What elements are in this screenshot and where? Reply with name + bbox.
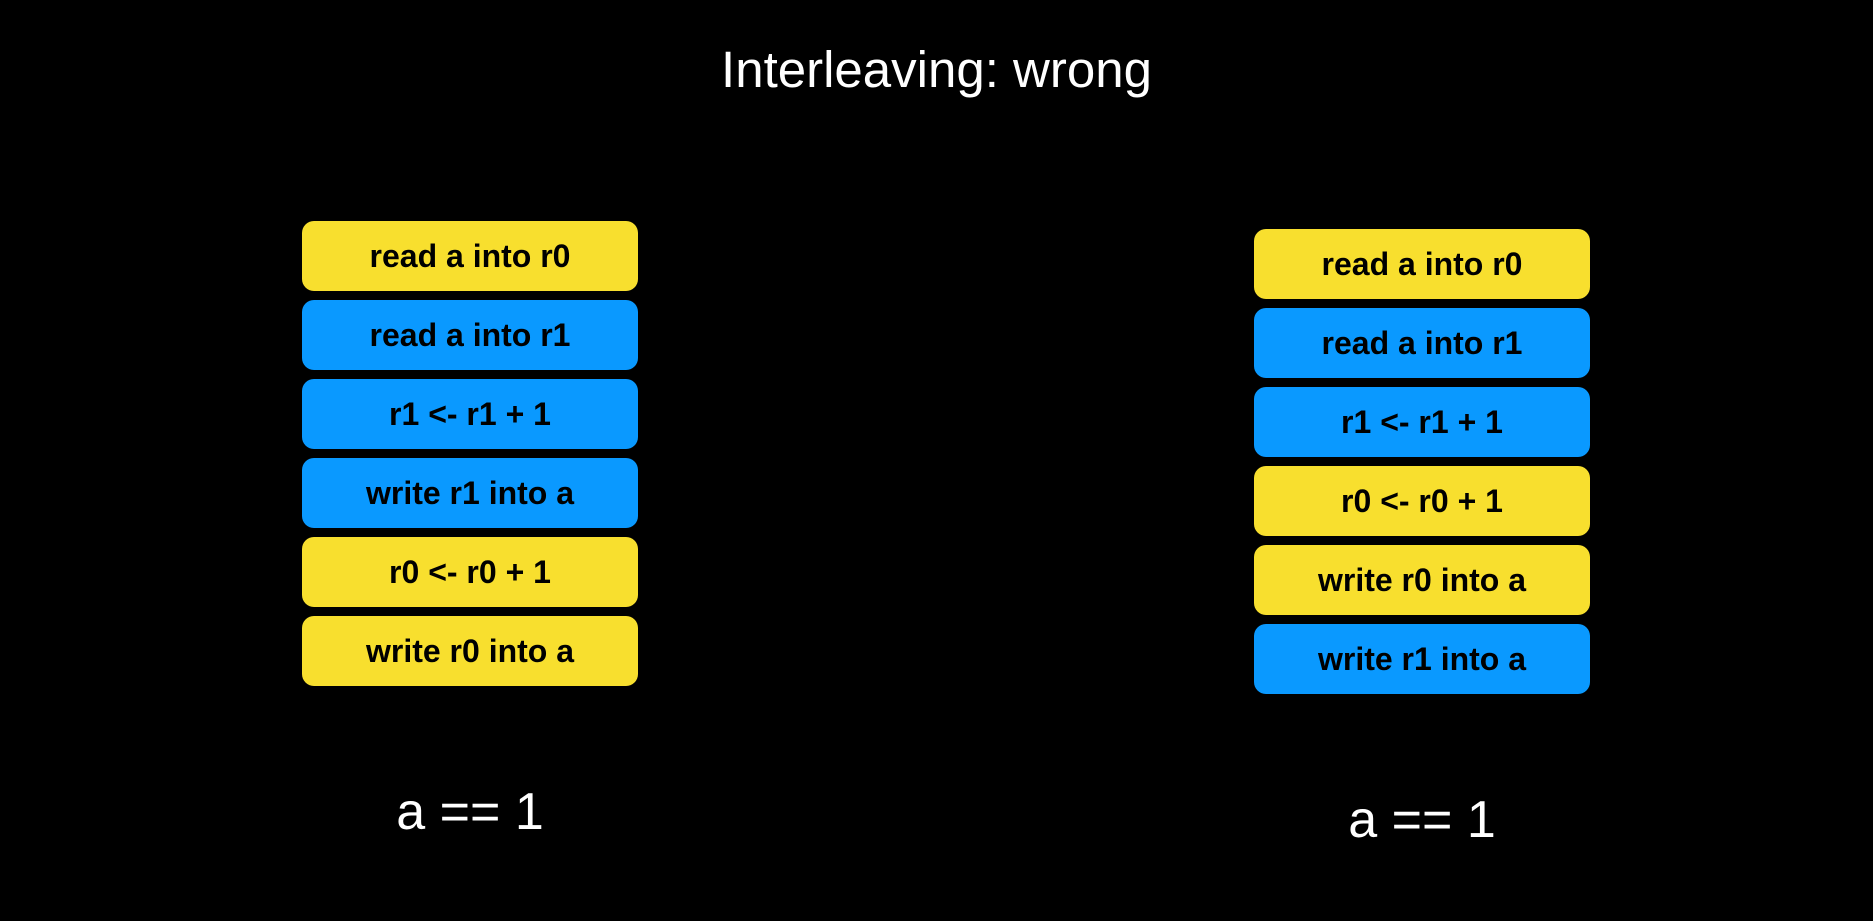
step-box: read a into r1 — [1254, 308, 1590, 378]
step-box: write r0 into a — [302, 616, 638, 686]
step-box: write r1 into a — [1254, 624, 1590, 694]
step-box: read a into r0 — [1254, 229, 1590, 299]
slide-title: Interleaving: wrong — [721, 41, 1152, 98]
step-box: r0 <- r0 + 1 — [302, 537, 638, 607]
interleaving-left: read a into r0 read a into r1 r1 <- r1 +… — [302, 221, 638, 695]
step-box: r1 <- r1 + 1 — [1254, 387, 1590, 457]
interleaving-right: read a into r0 read a into r1 r1 <- r1 +… — [1254, 229, 1590, 703]
step-box: read a into r1 — [302, 300, 638, 370]
step-box: r1 <- r1 + 1 — [302, 379, 638, 449]
step-box: write r1 into a — [302, 458, 638, 528]
result-right: a == 1 — [1348, 791, 1496, 849]
step-box: read a into r0 — [302, 221, 638, 291]
result-left: a == 1 — [396, 783, 544, 841]
step-box: write r0 into a — [1254, 545, 1590, 615]
step-box: r0 <- r0 + 1 — [1254, 466, 1590, 536]
